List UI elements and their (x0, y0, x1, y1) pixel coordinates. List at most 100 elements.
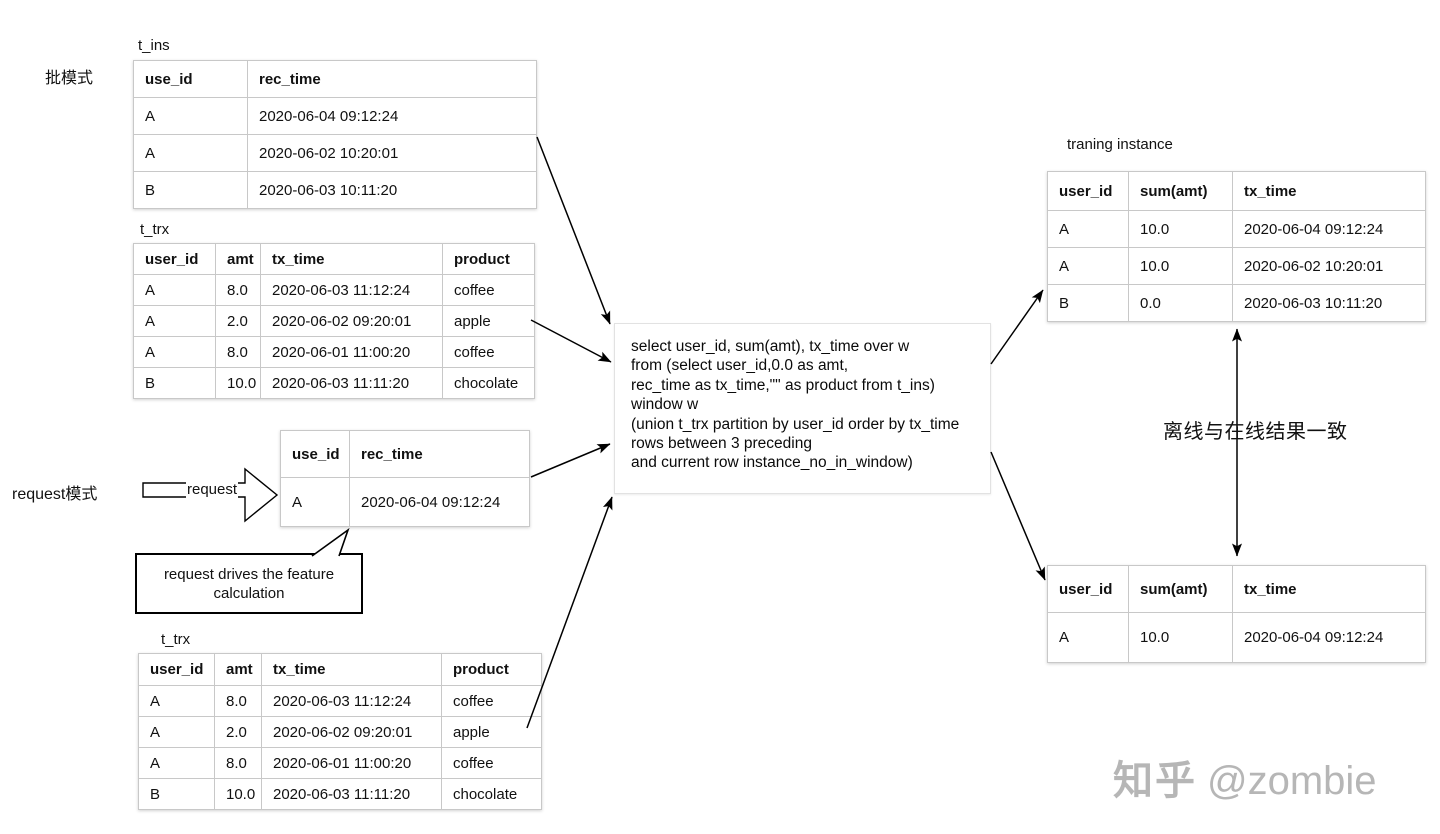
column-header: tx_time (1232, 171, 1426, 211)
watermark-handle: @zombie (1207, 759, 1377, 803)
column-header: tx_time (261, 653, 442, 686)
sql-line: select user_id, sum(amt), tx_time over w (631, 338, 910, 355)
table-cell: B (138, 778, 215, 810)
callout-bubble: request drives the feature calculation (135, 553, 363, 614)
column-header: rec_time (349, 430, 530, 478)
table-cell: 2020-06-02 10:20:01 (1232, 247, 1426, 285)
table-cell: coffee (442, 274, 535, 306)
table-cell: 2020-06-04 09:12:24 (1232, 210, 1426, 248)
table-cell: 10.0 (214, 778, 262, 810)
column-header: rec_time (247, 60, 537, 98)
batch-mode-label: 批模式 (45, 70, 94, 87)
table-cell: 2020-06-02 10:20:01 (247, 134, 537, 172)
table-cell: 2020-06-02 09:20:01 (260, 305, 443, 337)
table-cell: A (280, 477, 350, 527)
sql-line: rows between 3 preceding (631, 435, 812, 453)
training-instance-title: traning instance (1067, 136, 1173, 153)
t-trx-top-table-title: t_trx (140, 221, 170, 238)
t-ins-table-title: t_ins (138, 37, 170, 54)
table-cell: 2020-06-03 11:11:20 (261, 778, 442, 810)
table-cell: 2020-06-02 09:20:01 (261, 716, 442, 748)
consistency-note-label: 离线与在线结果一致 (1163, 421, 1348, 443)
table-cell: 2020-06-03 10:11:20 (1232, 284, 1426, 322)
table-cell: chocolate (442, 367, 535, 399)
table-cell: apple (441, 716, 542, 748)
table-cell: 2020-06-03 11:11:20 (260, 367, 443, 399)
arrow-tins-to-sql (536, 136, 611, 325)
sql-query-box: select user_id, sum(amt), tx_time over w… (614, 323, 991, 494)
sql-line: rec_time as tx_time,"" as product from t… (631, 376, 935, 394)
table-cell: 8.0 (215, 336, 261, 368)
column-header: use_id (280, 430, 350, 478)
request-mode-label: request模式 (12, 486, 98, 503)
table-cell: B (1047, 284, 1129, 322)
table-cell: A (133, 97, 248, 135)
column-header: tx_time (260, 243, 443, 275)
column-header: sum(amt) (1128, 171, 1233, 211)
column-header: sum(amt) (1128, 565, 1233, 613)
table-cell: 2020-06-01 11:00:20 (261, 747, 442, 779)
table-cell: 8.0 (214, 747, 262, 779)
arrow-sql-to-online (990, 451, 1046, 581)
table-cell: coffee (442, 336, 535, 368)
column-header: amt (214, 653, 262, 686)
table-cell: coffee (441, 747, 542, 779)
table-cell: A (138, 685, 215, 717)
table-cell: A (133, 305, 216, 337)
callout-text: request drives the feature calculation (163, 565, 335, 602)
column-header: user_id (133, 243, 216, 275)
table-cell: 2.0 (215, 305, 261, 337)
table-cell: A (133, 134, 248, 172)
column-header: product (442, 243, 535, 275)
table-cell: A (133, 274, 216, 306)
table-cell: 2020-06-03 11:12:24 (261, 685, 442, 717)
table-cell: 2020-06-03 10:11:20 (247, 171, 537, 209)
t-trx-bottom-table-title: t_trx (161, 631, 191, 648)
table-cell: coffee (441, 685, 542, 717)
table-cell: A (138, 716, 215, 748)
table-cell: 2020-06-04 09:12:24 (1232, 612, 1426, 663)
sql-line: and current row instance_no_in_window) (631, 454, 913, 472)
table-cell: 2020-06-03 11:12:24 (260, 274, 443, 306)
column-header: user_id (1047, 171, 1129, 211)
arrow-ttrx-top-to-sql (530, 319, 612, 363)
table-cell: B (133, 367, 216, 399)
column-header: amt (215, 243, 261, 275)
column-header: tx_time (1232, 565, 1426, 613)
column-header: user_id (1047, 565, 1129, 613)
table-cell: apple (442, 305, 535, 337)
sql-line: window w (631, 396, 699, 414)
table-cell: 0.0 (1128, 284, 1233, 322)
table-cell: A (133, 336, 216, 368)
column-header: product (441, 653, 542, 686)
table-cell: 10.0 (215, 367, 261, 399)
table-cell: 10.0 (1128, 247, 1233, 285)
request-arrow-label: request (186, 481, 239, 498)
sql-line: from (select user_id,0.0 as amt, (631, 357, 849, 375)
table-cell: A (1047, 247, 1129, 285)
table-cell: A (1047, 612, 1129, 663)
